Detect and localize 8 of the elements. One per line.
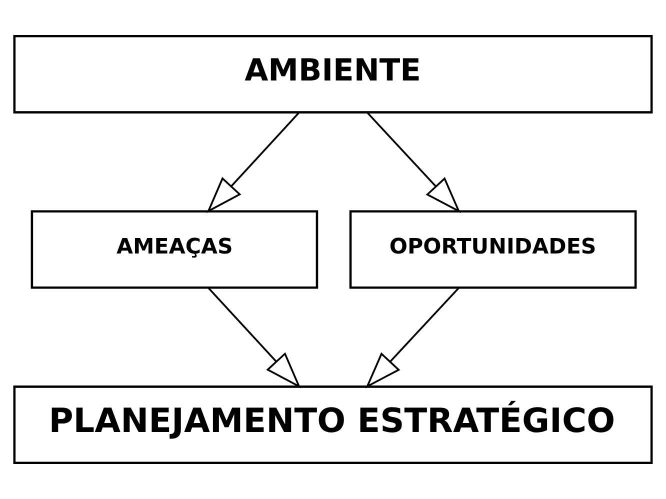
node-box: OPORTUNIDADES bbox=[349, 210, 637, 289]
arrow bbox=[208, 287, 301, 388]
node-box: AMBIENTE bbox=[13, 34, 653, 114]
node-box: AMEAÇAS bbox=[30, 210, 318, 289]
node-box: PLANEJAMENTO ESTRATÉGICO bbox=[13, 386, 653, 464]
arrow bbox=[365, 287, 460, 388]
arrow bbox=[366, 112, 461, 214]
arrow bbox=[206, 112, 300, 214]
